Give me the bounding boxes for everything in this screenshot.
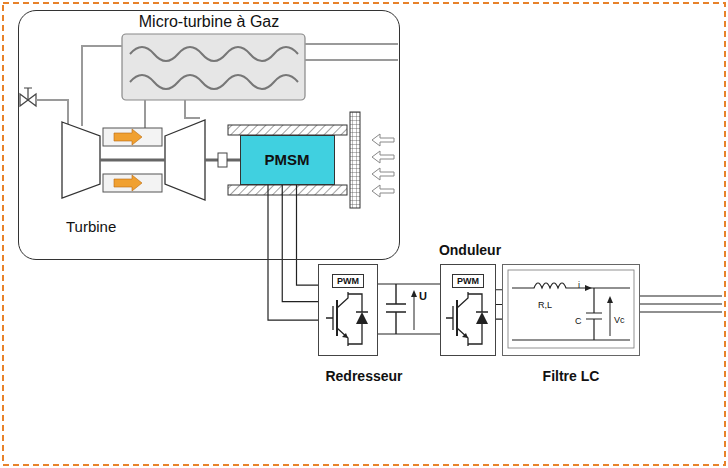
filter-box: Filtre LC [502,264,640,356]
block-caption: Onduleur [439,242,501,258]
diode-leads [468,294,488,344]
box-label: PMSM [265,151,310,168]
gas-pipe [145,100,200,128]
wire-connector [378,284,440,334]
voltage-arrow [414,294,415,330]
igbt-arrow [462,333,468,338]
block-caption: Redresseur [325,368,402,384]
air-arrow [372,151,394,163]
igbt-gate [326,306,333,330]
flow-arrow [114,129,142,145]
control-label: PWM [452,274,484,288]
igbt-symbol [446,292,488,346]
capacitor-symbol [386,284,406,334]
flow-arrow [114,175,142,191]
control-label: PWM [332,274,364,288]
coupling [218,153,227,167]
recuperator [122,34,305,100]
recuperator-coil [130,75,298,89]
air-grille [350,112,360,208]
block-caption: Filtre LC [543,368,600,384]
component-label: C [575,316,582,326]
signal-name: U [419,290,427,303]
part-name: Turbine [66,218,116,235]
valve-symbol [24,88,32,100]
frame-border [3,3,725,465]
box-title: Micro-turbine à Gaz [139,13,280,31]
turbine-wheel [165,120,205,200]
voltage-arrow [411,290,417,297]
gas-pipe [82,46,122,126]
capacitor-symbol [586,288,602,340]
converter-box: OnduleurPWM [440,264,496,356]
air-arrow [372,168,394,180]
combustor [103,128,162,146]
current-arrow [585,285,592,291]
igbt-base [336,300,338,336]
housing [228,125,347,135]
housing [228,185,347,195]
igbt-arrow [342,333,348,338]
diode-leads [348,294,368,344]
air-arrow [372,134,394,146]
igbt-leads [457,292,468,346]
signal-name: Vc [614,315,625,325]
igbt-symbol [326,292,368,346]
converter-box: PWMRedresseur [318,264,378,356]
igbt-gate [446,306,453,330]
filter-inner-frame [508,270,634,348]
diode-symbol [356,312,368,324]
generator-box: PMSM [240,135,335,185]
wire-connector [268,185,318,321]
voltage-arrow [607,296,613,303]
inductor-symbol [512,283,630,288]
igbt-leads [337,292,348,346]
diode-symbol [476,312,488,324]
signal-name: i [578,280,580,290]
igbt-base [456,300,458,336]
recuperator-coil [130,47,298,61]
grid-output [640,296,722,312]
voltage-arrow [610,300,611,336]
combustor [103,174,162,192]
filter-wire [512,339,630,340]
air-arrow [372,185,394,197]
component-label: R,L [538,300,552,310]
compressor [62,122,100,198]
shaft [100,159,165,162]
gas-pipe [305,44,398,60]
